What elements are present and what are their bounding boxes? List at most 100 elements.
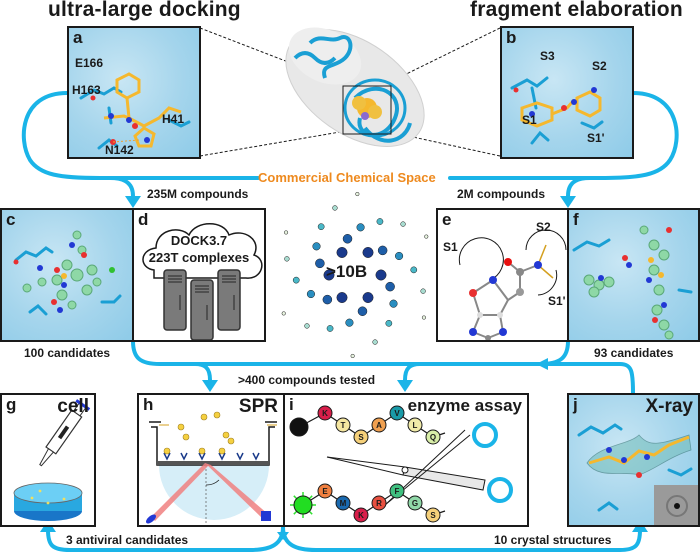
spiral-label: >10B bbox=[326, 262, 368, 281]
amino-acid-residue bbox=[335, 495, 351, 511]
label-compounds-tested: >400 compounds tested bbox=[238, 373, 376, 387]
flow-merge-left bbox=[108, 176, 135, 198]
label-93-candidates: 93 candidates bbox=[594, 346, 674, 360]
spiral-dot bbox=[304, 323, 310, 329]
pocket-label: S3 bbox=[540, 49, 555, 63]
panel-j-xray: j X-ray bbox=[567, 393, 700, 527]
spiral-dot bbox=[317, 223, 325, 231]
spiral-dot bbox=[372, 339, 378, 345]
spiral-dot bbox=[375, 269, 387, 281]
panel-a-docking-pose: a E166 H163 H41 N142 bbox=[67, 26, 201, 159]
panel-g-title: cell bbox=[57, 396, 89, 417]
amino-acid-residue bbox=[335, 417, 351, 433]
amino-acid-letter: F bbox=[395, 487, 400, 496]
panel-g-cell-assay: g cell bbox=[0, 393, 96, 527]
panel-h-letter: h bbox=[143, 395, 154, 414]
pocket-label: S1 bbox=[522, 113, 537, 127]
spiral-dot bbox=[284, 230, 289, 235]
panel-f-elaborated-candidates: f bbox=[567, 208, 700, 342]
spiral-dot bbox=[336, 247, 348, 258]
dock-text: DOCK3.7 223T complexes bbox=[134, 232, 264, 266]
spiral-dot bbox=[356, 223, 365, 232]
flow-c-to-tested bbox=[131, 339, 212, 382]
amino-acid-residue bbox=[389, 405, 405, 421]
panel-g-letter: g bbox=[6, 395, 17, 414]
dock-complexes: 223T complexes bbox=[148, 250, 250, 265]
amino-acid-letter: R bbox=[376, 499, 382, 508]
server-icon bbox=[163, 269, 241, 340]
panel-i-letter: i bbox=[289, 395, 294, 414]
amino-acid-residue bbox=[317, 405, 333, 421]
dock-version: DOCK3.7 bbox=[170, 233, 228, 248]
amino-acid-letter: G bbox=[412, 499, 418, 508]
panel-b-fragment-pose: b S3 S2 S1 S1' bbox=[500, 26, 634, 159]
panel-a-letter: a bbox=[73, 28, 83, 47]
panel-e-fragment-scheme: e S1 S2 S1' bbox=[436, 208, 569, 342]
amino-acid-letter: K bbox=[358, 511, 364, 520]
spiral-dot bbox=[336, 292, 348, 303]
pocket-label: S1' bbox=[548, 294, 566, 308]
spiral-dot bbox=[357, 306, 368, 316]
amino-acid-letter: Q bbox=[430, 433, 436, 442]
chemical-space-spiral bbox=[281, 191, 429, 359]
amino-acid-residue bbox=[425, 507, 441, 523]
amino-acid-residue bbox=[371, 495, 387, 511]
spiral-dot bbox=[281, 311, 286, 316]
pocket-label: S2 bbox=[592, 59, 607, 73]
amino-acid-letter: S bbox=[430, 511, 436, 520]
pocket-label: S1 bbox=[443, 240, 458, 254]
amino-acid-residue bbox=[317, 483, 333, 499]
flow-tested-to-j bbox=[538, 362, 635, 395]
panel-e-letter: e bbox=[442, 210, 452, 229]
spiral-dot bbox=[306, 289, 315, 299]
panel-j-letter: j bbox=[573, 395, 578, 414]
spiral-dot bbox=[389, 299, 398, 308]
flow-arrow-left-top bbox=[21, 91, 112, 180]
amino-acid-residue bbox=[407, 417, 423, 433]
spiral-dot bbox=[424, 234, 429, 239]
amino-acid-residue bbox=[371, 417, 387, 433]
spiral-dot bbox=[315, 258, 325, 269]
header-ultra-large-docking: ultra-large docking bbox=[48, 0, 241, 21]
panel-b-letter: b bbox=[506, 28, 517, 47]
panel-j-title: X-ray bbox=[645, 396, 693, 417]
spiral-dot bbox=[421, 315, 426, 320]
panel-c-letter: c bbox=[6, 210, 16, 229]
amino-acid-letter: S bbox=[358, 433, 364, 442]
amino-acid-letter: T bbox=[341, 421, 346, 430]
spiral-dot bbox=[362, 247, 374, 258]
label-100-candidates: 100 candidates bbox=[24, 346, 111, 360]
panel-h-spr: h SPR bbox=[137, 393, 285, 527]
protein-structure bbox=[265, 8, 440, 168]
quencher bbox=[289, 417, 309, 437]
arrowhead-235m bbox=[125, 196, 141, 208]
spiral-dot bbox=[332, 205, 338, 211]
spiral-dot bbox=[377, 245, 388, 256]
panel-d-dock-cloud: d DOCK3.7 223T complexes bbox=[132, 208, 266, 342]
flow-arrow-right-top bbox=[588, 91, 679, 180]
spiral-dot bbox=[345, 318, 354, 327]
amino-acid-letter: M bbox=[340, 499, 347, 508]
pocket-label: S1' bbox=[587, 131, 605, 145]
residue-label: H163 bbox=[72, 83, 101, 97]
amino-acid-letter: A bbox=[376, 421, 382, 430]
arrowhead-2m bbox=[560, 196, 576, 208]
panel-c-docked-candidates: c bbox=[0, 208, 134, 342]
spiral-dot bbox=[326, 325, 334, 332]
label-235m-compounds: 235M compounds bbox=[147, 187, 249, 201]
residue-label: E166 bbox=[75, 56, 104, 70]
spiral-dot bbox=[292, 276, 300, 284]
label-crystal-structures: 10 crystal structures bbox=[494, 533, 612, 547]
spiral-dot bbox=[376, 218, 384, 225]
commercial-chemical-space-label: Commercial Chemical Space bbox=[258, 170, 436, 185]
flow-bottom-right bbox=[281, 525, 642, 552]
fluorophore bbox=[293, 495, 313, 515]
amino-acid-residue bbox=[407, 495, 423, 511]
spiral-dot bbox=[420, 288, 426, 294]
amino-acid-residue bbox=[425, 429, 441, 445]
panel-i-title: enzyme assay bbox=[407, 396, 522, 415]
spiral-dot bbox=[342, 234, 353, 244]
amino-acid-letter: E bbox=[322, 487, 328, 496]
